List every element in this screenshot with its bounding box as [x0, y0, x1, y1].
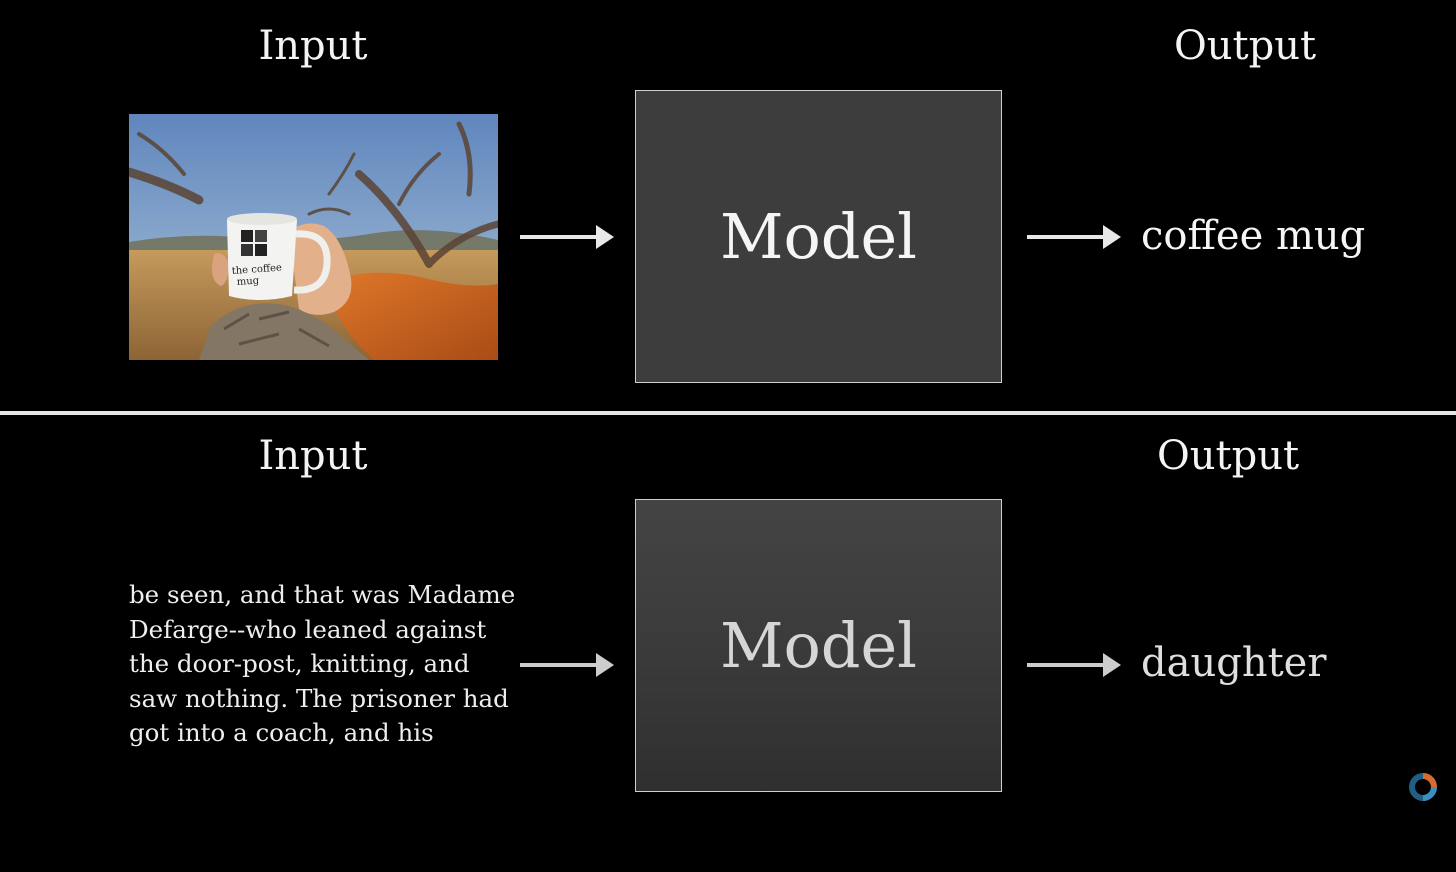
input-text-passage: be seen, and that was Madame Defarge--wh…	[129, 578, 519, 751]
model-label-top: Model	[719, 199, 918, 273]
output-heading-bottom: Output	[1156, 433, 1300, 479]
model-label-bottom: Model	[719, 608, 918, 682]
arrow-model-to-output-top	[1027, 225, 1121, 249]
passage-line: got into a coach, and his	[129, 718, 434, 747]
arrow-model-to-output-bottom	[1027, 653, 1121, 677]
mug-logo-line-2: mug	[236, 275, 260, 288]
output-text-bottom: daughter	[1141, 640, 1327, 686]
input-image-coffee-mug: the coffee mug	[129, 114, 498, 360]
right-arrow-icon	[596, 225, 614, 249]
model-box-top: Model	[635, 90, 1002, 383]
arrow-input-to-model-top	[520, 225, 614, 249]
passage-line: saw nothing. The prisoner had	[129, 683, 509, 713]
right-arrow-icon	[1103, 653, 1121, 677]
output-text-top: coffee mug	[1141, 213, 1366, 259]
passage-line: Defarge--who leaned against	[129, 614, 487, 644]
arrow-input-to-model-bottom	[520, 653, 614, 677]
right-arrow-icon	[1103, 225, 1121, 249]
section-divider	[0, 411, 1456, 415]
input-heading-bottom: Input	[258, 433, 368, 479]
passage-line: be seen, and that was Madame	[129, 580, 516, 609]
input-heading-top: Input	[258, 23, 368, 69]
loading-spinner-icon	[1408, 772, 1438, 802]
right-arrow-icon	[596, 653, 614, 677]
model-box-bottom: Model	[635, 499, 1002, 792]
output-heading-top: Output	[1173, 23, 1317, 69]
mug-logo-line-1: the coffee	[231, 263, 282, 277]
passage-line: the door-post, knitting, and	[129, 649, 470, 678]
